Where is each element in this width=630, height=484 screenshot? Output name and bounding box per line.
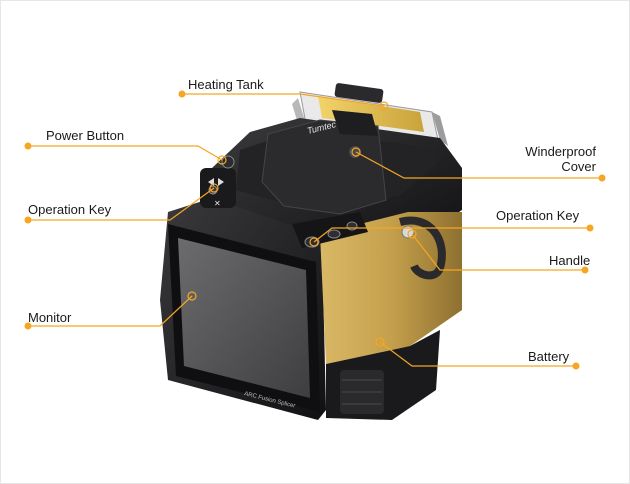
label-operation-key-right: Operation Key <box>496 208 580 223</box>
monitor <box>168 224 320 412</box>
callout-targets <box>187 101 417 347</box>
label-monitor: Monitor <box>28 310 72 325</box>
heat-key[interactable] <box>346 221 358 231</box>
callout-leaders <box>28 93 602 367</box>
label-battery: Battery <box>528 349 570 364</box>
windproof-cover <box>261 110 387 215</box>
label-power-button: Power Button <box>46 128 125 143</box>
reset-key[interactable] <box>327 229 341 239</box>
label-heating-tank: Heating Tank <box>188 77 264 92</box>
label-windproof-cover-line1: Winderproof <box>525 144 596 159</box>
power-button[interactable] <box>221 155 235 169</box>
label-windproof-cover-line2: Cover <box>561 159 596 174</box>
set-key[interactable] <box>304 236 320 248</box>
label-handle: Handle <box>549 253 591 268</box>
right-arrow-key[interactable] <box>218 178 224 186</box>
callout-dots <box>24 90 606 370</box>
label-windproof-cover: Winderproof Cover <box>525 144 596 174</box>
svg-text:✕: ✕ <box>214 199 221 208</box>
label-operation-key-left: Operation Key <box>28 202 112 217</box>
